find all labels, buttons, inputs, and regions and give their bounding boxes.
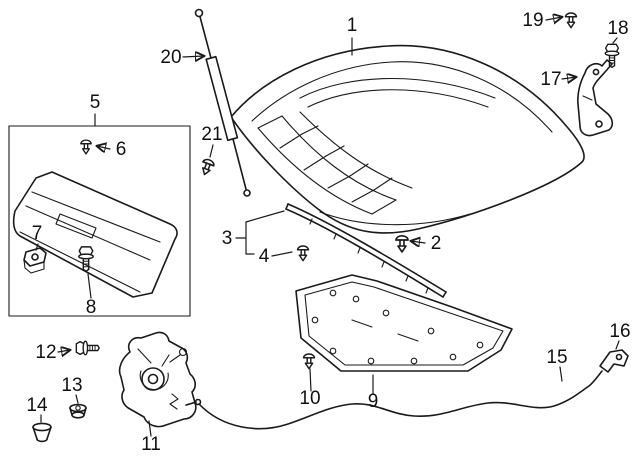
callout-18[interactable]: 18 xyxy=(607,18,628,39)
part-4-seal-clip xyxy=(296,245,310,262)
part-7-clip-nut xyxy=(23,247,47,274)
callout-3[interactable]: 3 xyxy=(222,228,233,249)
callout-15[interactable]: 15 xyxy=(546,347,567,368)
leader-line-11 xyxy=(148,420,152,437)
leader-line-17 xyxy=(561,77,576,79)
callout-2[interactable]: 2 xyxy=(431,233,442,254)
callout-21[interactable]: 21 xyxy=(201,124,222,145)
callout-20[interactable]: 20 xyxy=(160,47,181,68)
part-19-clip xyxy=(564,12,578,29)
part-12-bolt xyxy=(75,340,100,356)
part-1-hood-panel xyxy=(230,44,585,234)
leader-line-4 xyxy=(271,251,293,257)
leader-line-18 xyxy=(612,37,618,44)
callout-7[interactable]: 7 xyxy=(32,223,43,244)
callout-14[interactable]: 14 xyxy=(26,395,48,416)
callout-11[interactable]: 11 xyxy=(141,434,161,455)
callout-4[interactable]: 4 xyxy=(259,246,270,267)
leader-line-6 xyxy=(97,146,111,149)
callout-8[interactable]: 8 xyxy=(86,297,97,318)
part-21-clip xyxy=(198,157,216,178)
callout-17[interactable]: 17 xyxy=(540,69,561,90)
part-15-release-cable xyxy=(198,370,603,430)
part-5-hood-molding xyxy=(12,171,178,298)
callout-9[interactable]: 9 xyxy=(368,391,379,412)
callout-19[interactable]: 19 xyxy=(522,10,543,31)
leader-line-7 xyxy=(35,243,39,251)
part-20-hood-support-strut xyxy=(194,8,251,197)
callout-16[interactable]: 16 xyxy=(609,321,630,342)
leader-line-16 xyxy=(615,340,620,350)
leader-line-13 xyxy=(75,394,79,404)
part-6-clip xyxy=(80,139,92,155)
part-11-hood-lock xyxy=(118,331,202,428)
part-5-molding-box xyxy=(8,125,191,317)
callout-10[interactable]: 10 xyxy=(299,388,320,409)
part-16-cable-bracket xyxy=(599,349,629,373)
callout-1[interactable]: 1 xyxy=(347,15,358,36)
callout-5[interactable]: 5 xyxy=(90,92,101,113)
part-14-plug xyxy=(32,422,52,443)
part-13-grommet xyxy=(69,403,87,419)
part-3-hood-seal xyxy=(285,203,447,298)
part-9-insulator-pad xyxy=(295,274,513,372)
leader-line-3 xyxy=(235,210,285,255)
part-2-clip xyxy=(395,235,409,253)
leader-line-21 xyxy=(209,144,214,158)
leader-line-20 xyxy=(182,56,204,57)
leader-line-8 xyxy=(87,273,92,299)
leader-line-15 xyxy=(559,366,563,382)
part-17-hood-hinge xyxy=(577,59,614,137)
leader-line-19 xyxy=(545,17,562,20)
part-10-clip xyxy=(302,353,316,370)
leader-line-10 xyxy=(309,368,312,392)
leader-line-2 xyxy=(411,241,426,243)
leader-line-12 xyxy=(57,350,70,352)
callout-6[interactable]: 6 xyxy=(116,139,127,160)
callout-12[interactable]: 12 xyxy=(35,342,56,363)
callout-13[interactable]: 13 xyxy=(61,375,82,396)
